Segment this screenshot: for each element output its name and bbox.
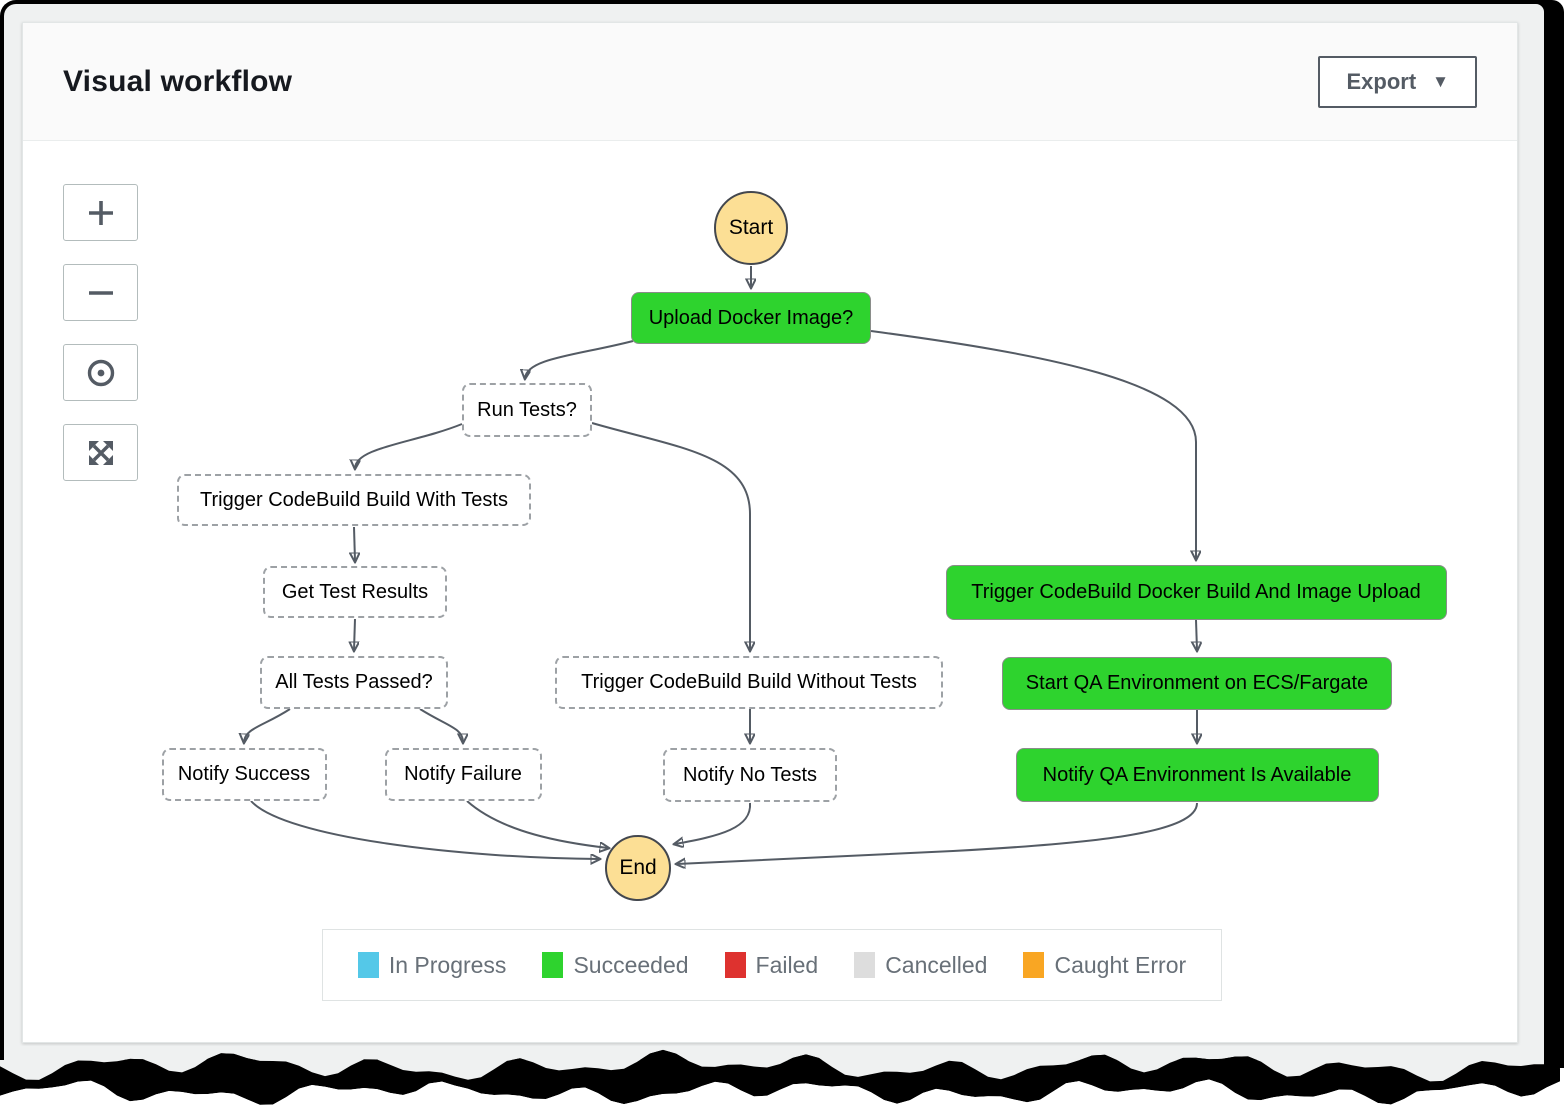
- legend-swatch-icon: [724, 952, 746, 978]
- edge-upload-to-run-tests: [525, 340, 634, 378]
- node-start[interactable]: Start: [714, 191, 788, 265]
- edge-docker-build-to-start-qa: [1196, 619, 1197, 650]
- legend-swatch-icon: [542, 952, 564, 978]
- node-all-passed[interactable]: All Tests Passed?: [260, 655, 448, 709]
- center-view-button[interactable]: [63, 344, 138, 401]
- export-button[interactable]: Export ▼: [1318, 55, 1477, 108]
- edge-all-passed-to-notify-failure: [419, 708, 463, 742]
- legend-item: In Progress: [357, 951, 507, 979]
- legend-label: Caught Error: [1054, 951, 1187, 978]
- plus-icon: [88, 200, 113, 225]
- legend-label: Cancelled: [885, 951, 988, 978]
- node-without-tests[interactable]: Trigger CodeBuild Build Without Tests: [555, 655, 943, 709]
- legend-swatch-icon: [357, 952, 379, 978]
- node-get-results[interactable]: Get Test Results: [263, 566, 447, 618]
- workflow-edges: [23, 266, 1517, 1042]
- card-header: Visual workflow Export ▼: [23, 23, 1517, 141]
- node-notify-success[interactable]: Notify Success: [161, 747, 327, 801]
- page-background: Visual workflow Export ▼: [4, 4, 1544, 1046]
- edge-notify-failure-to-end: [466, 800, 608, 848]
- node-upload[interactable]: Upload Docker Image?: [631, 292, 871, 344]
- zoom-out-button[interactable]: [63, 264, 138, 321]
- legend-label: Succeeded: [573, 951, 689, 978]
- edge-notify-qa-to-end: [677, 802, 1198, 864]
- zoom-controls: [63, 184, 138, 481]
- target-dot-icon: [87, 359, 114, 386]
- caret-down-icon: ▼: [1432, 72, 1449, 91]
- legend-item: Cancelled: [854, 952, 987, 979]
- edge-with-tests-to-get-results: [354, 526, 355, 561]
- legend-item: Caught Error: [1023, 952, 1186, 979]
- torn-edge-decoration: [0, 1046, 1564, 1110]
- edge-upload-to-docker-build: [870, 330, 1196, 559]
- edge-get-results-to-all-passed: [354, 618, 355, 650]
- legend-swatch-icon: [854, 952, 876, 978]
- node-notify-failure[interactable]: Notify Failure: [384, 747, 542, 801]
- edge-notify-success-to-end: [250, 800, 599, 859]
- node-start-qa[interactable]: Start QA Environment on ECS/Fargate: [1002, 656, 1392, 710]
- legend-item: Succeeded: [542, 951, 689, 979]
- node-notify-no-tests[interactable]: Notify No Tests: [663, 748, 837, 802]
- node-with-tests[interactable]: Trigger CodeBuild Build With Tests: [177, 474, 531, 526]
- node-run-tests[interactable]: Run Tests?: [462, 383, 592, 437]
- legend-label: Failed: [755, 951, 819, 978]
- export-button-label: Export: [1346, 68, 1417, 94]
- node-end[interactable]: End: [605, 835, 671, 901]
- edge-notify-no-tests-to-end: [675, 802, 752, 844]
- page-title: Visual workflow: [63, 64, 293, 98]
- edge-run-tests-to-without-tests: [591, 422, 750, 650]
- legend-item: Failed: [724, 951, 819, 979]
- minus-icon: [88, 290, 113, 295]
- legend-swatch-icon: [1023, 952, 1045, 978]
- node-notify-qa[interactable]: Notify QA Environment Is Available: [1015, 748, 1379, 802]
- zoom-in-button[interactable]: [63, 184, 138, 241]
- edge-run-tests-to-with-tests: [355, 423, 463, 468]
- expand-arrows-icon: [88, 440, 113, 465]
- status-legend: In Progress Succeeded Failed Cancelled Caugh…: [322, 929, 1222, 1001]
- node-docker-build[interactable]: Trigger CodeBuild Docker Build And Image…: [945, 564, 1447, 620]
- legend-label: In Progress: [388, 951, 507, 978]
- fit-to-view-button[interactable]: [63, 424, 138, 481]
- edge-all-passed-to-notify-success: [244, 708, 291, 742]
- visual-workflow-card: Visual workflow Export ▼: [22, 22, 1518, 1043]
